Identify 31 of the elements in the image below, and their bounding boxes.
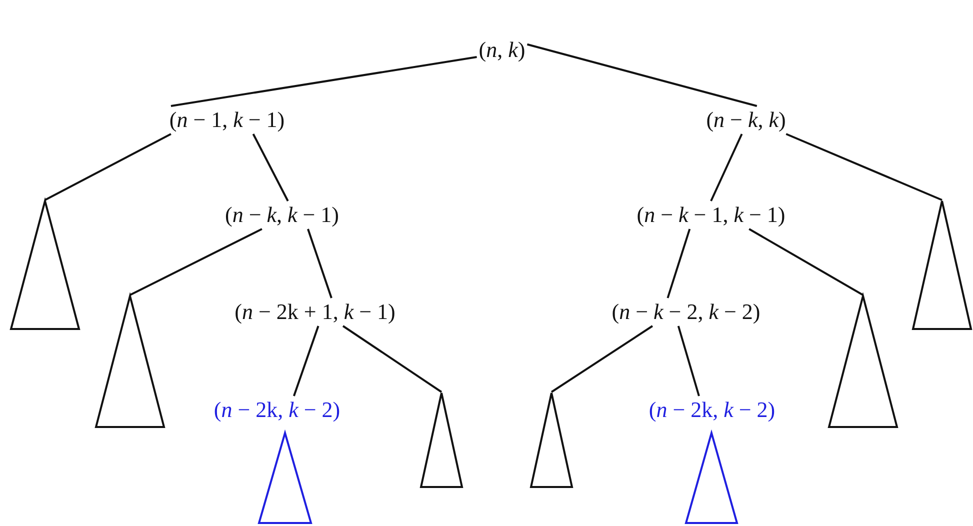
subtree-triangle xyxy=(10,200,80,330)
state-label: (n − 2k, k − 2) xyxy=(212,396,342,424)
state-label: (n − 2k + 1, k − 1) xyxy=(232,298,398,326)
tree-edge xyxy=(710,134,743,202)
tree-edge xyxy=(292,326,320,396)
subtree-triangle xyxy=(530,392,573,488)
tree-edge xyxy=(786,133,942,201)
state-label: (n − k, k − 1) xyxy=(223,201,341,229)
state-label: (n − 1, k − 1) xyxy=(167,106,287,134)
tree-edge xyxy=(130,228,262,296)
subtree-triangle xyxy=(258,432,312,524)
tree-edge xyxy=(307,228,332,298)
tree-edge xyxy=(252,134,289,202)
state-label: (n − k − 1, k − 1) xyxy=(634,201,788,229)
subtree-triangle xyxy=(912,200,972,330)
tree-edge xyxy=(666,228,691,298)
state-label: (n − k, k) xyxy=(704,106,788,134)
subtree-triangle xyxy=(420,392,463,488)
subtree-triangle xyxy=(95,295,165,428)
tree-edge xyxy=(550,325,654,393)
tree-edge xyxy=(170,56,477,107)
tree-edge xyxy=(526,43,758,107)
tree-edge xyxy=(748,228,864,296)
state-label: (n − 2k, k − 2) xyxy=(646,396,778,424)
tree-edge xyxy=(342,325,442,393)
tree-edge xyxy=(44,133,172,201)
state-label: (n − k − 2, k − 2) xyxy=(610,298,762,326)
state-label: (n, k) xyxy=(476,36,528,64)
subtree-triangle xyxy=(685,432,738,524)
subtree-triangle xyxy=(828,295,898,428)
tree-edge xyxy=(677,326,700,396)
